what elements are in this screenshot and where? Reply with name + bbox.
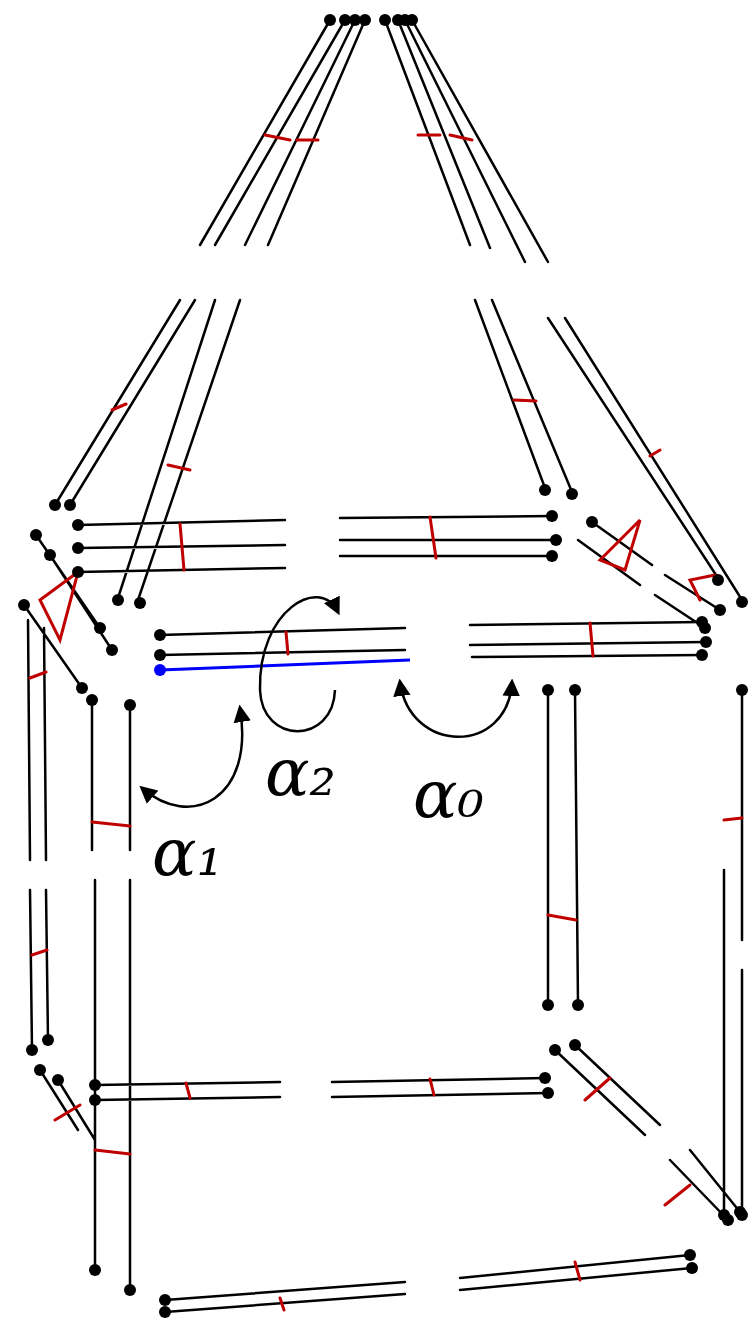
- vertex-dots-part: [696, 649, 708, 661]
- vertex-dots-part: [89, 1264, 101, 1276]
- vertex-dots-part: [699, 622, 711, 634]
- vertex-dots-part: [154, 629, 166, 641]
- dart-lines: [24, 20, 742, 1312]
- involution-arrows-part: [142, 708, 242, 807]
- vertex-dots-part: [124, 1284, 136, 1296]
- vertex-dots-part: [684, 1249, 696, 1261]
- vertex-dots-part: [539, 1072, 551, 1084]
- vertex-dots-part: [18, 599, 30, 611]
- vertex-dots-part: [324, 14, 336, 26]
- vertex-dots-part: [159, 1294, 171, 1306]
- vertex-dots-part: [72, 519, 84, 531]
- vertex-dots-part: [572, 999, 584, 1011]
- vertex-dots-part: [26, 1044, 38, 1056]
- involution-label: α₀: [413, 762, 484, 828]
- vertex-dots-part: [736, 596, 748, 608]
- vertex-dots-part: [686, 1262, 698, 1274]
- vertex-dots-part: [569, 1039, 581, 1051]
- vertex-dots-part: [49, 499, 61, 511]
- vertex-dots-part: [42, 1034, 54, 1046]
- vertex-dots-part: [700, 636, 712, 648]
- vertex-dots-part: [64, 499, 76, 511]
- vertex-dots-part: [72, 566, 84, 578]
- vertex-dots-part: [714, 604, 726, 616]
- vertex-dots-part: [76, 682, 88, 694]
- vertex-dots-part: [34, 1064, 46, 1076]
- highlighted-dart-part: [160, 660, 410, 670]
- vertex-dots-part: [542, 684, 554, 696]
- vertex-dots-part: [44, 549, 56, 561]
- vertex-dots-part: [30, 529, 42, 541]
- vertex-dots-part: [106, 644, 118, 656]
- vertex-dots-part: [379, 14, 391, 26]
- vertex-dots-part: [539, 484, 551, 496]
- vertex-dots-part: [112, 594, 124, 606]
- highlighted-dart: [154, 660, 410, 676]
- vertex-dots-part: [722, 1214, 734, 1226]
- vertex-dots-part: [736, 684, 748, 696]
- vertex-dots-part: [154, 649, 166, 661]
- vertex-dots-part: [542, 999, 554, 1011]
- vertex-dots-part: [546, 510, 558, 522]
- vertex-dots-part: [542, 1087, 554, 1099]
- vertex-dots-part: [134, 597, 146, 609]
- vertex-dots-part: [159, 1306, 171, 1318]
- vertex-dots-part: [569, 684, 581, 696]
- vertex-dots-part: [72, 542, 84, 554]
- involution-label: α₂: [265, 740, 336, 806]
- vertex-dots-part: [712, 574, 724, 586]
- vertex-dots-part: [734, 1206, 746, 1218]
- involution-arrows-part: [400, 682, 512, 737]
- vertex-dots-part: [566, 488, 578, 500]
- vertex-dots-part: [94, 622, 106, 634]
- vertex-dots-part: [124, 699, 136, 711]
- highlighted-dart-part: [154, 664, 166, 676]
- vertex-dots-part: [550, 534, 562, 546]
- vertex-dots-part: [359, 14, 371, 26]
- vertex-dots-part: [52, 1074, 64, 1086]
- vertex-dots-part: [89, 1094, 101, 1106]
- involution-label: α₁: [152, 820, 223, 886]
- vertex-dots-part: [549, 1044, 561, 1056]
- vertex-dots-part: [546, 550, 558, 562]
- vertex-dots-part: [586, 516, 598, 528]
- vertex-dots: [18, 14, 748, 1318]
- involution-ticks: [30, 135, 742, 1310]
- involution-ticks-part: [30, 135, 742, 1310]
- vertex-dots-part: [406, 14, 418, 26]
- dart-lines-part: [24, 20, 742, 1312]
- vertex-dots-part: [89, 1079, 101, 1091]
- vertex-dots-part: [86, 694, 98, 706]
- involution-arrows-part: [260, 597, 338, 731]
